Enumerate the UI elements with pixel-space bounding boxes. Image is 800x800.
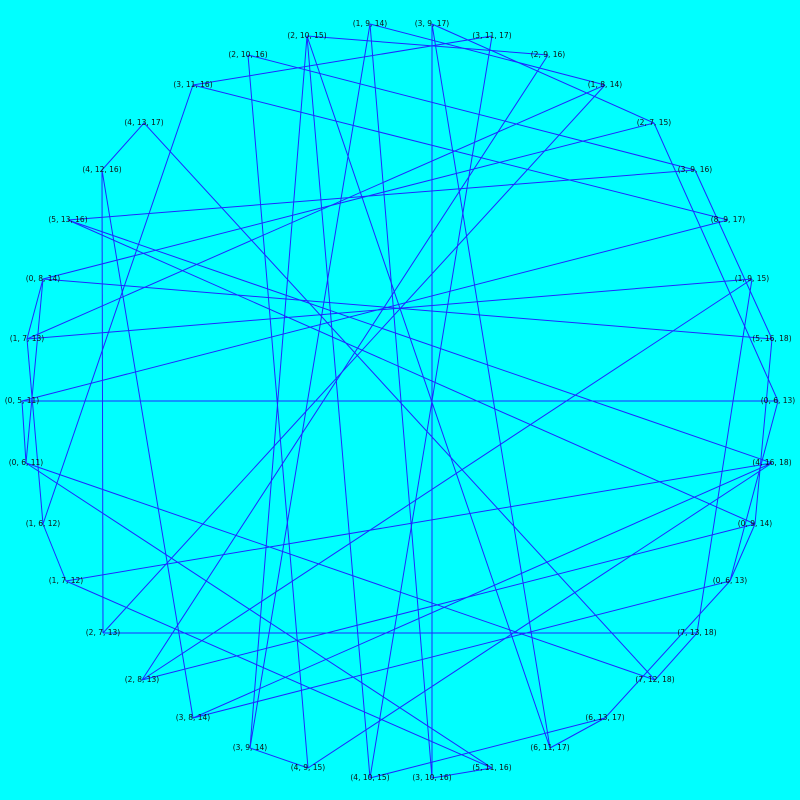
node-label-n31: (0, 8, 14): [26, 274, 61, 283]
graph-edge-n35-n7: [192, 84, 729, 221]
node-label-n37: (2, 10, 15): [287, 31, 326, 40]
graph-edge-n17-n1: [431, 23, 551, 749]
graph-edge-n13-n16: [604, 580, 731, 719]
graph-edge-n27-n35: [42, 84, 194, 525]
node-label-n15: (7, 12, 18): [635, 675, 674, 684]
node-label-n32: (5, 13, 16): [48, 215, 87, 224]
graph-edge-n8-n14: [696, 278, 753, 634]
graph-edge-n33-n23: [101, 169, 194, 719]
node-label-n16: (6, 13, 17): [585, 713, 624, 722]
graph-edge-n4-n25: [102, 84, 606, 634]
node-label-n18: (5, 11, 16): [472, 763, 511, 772]
node-label-n11: (4, 16, 18): [752, 458, 791, 467]
graph-edge-n6-n9: [694, 169, 773, 340]
graph-edge-n21-n22: [249, 747, 309, 769]
graph-edge-n10-n13: [729, 400, 779, 582]
graph-edge-n36-n6: [247, 54, 696, 171]
node-label-n2: (3, 11, 17): [472, 31, 511, 40]
graph-edge-n1-n5: [431, 23, 655, 124]
node-label-n20: (4, 10, 15): [350, 773, 389, 782]
graph-edge-n9-n12: [754, 338, 773, 525]
graph-edges: [21, 23, 779, 779]
node-label-n24: (2, 8, 13): [125, 675, 160, 684]
graph-edge-n31-n9: [42, 278, 773, 340]
graph-edge-n33-n34: [101, 122, 145, 171]
node-label-n1: (3, 9, 17): [415, 19, 450, 28]
graph-edge-n30-n31: [26, 278, 44, 340]
graph-edge-n13-n23: [192, 580, 731, 719]
graph-edge-n28-n18: [25, 462, 493, 769]
node-label-n29: (0, 5, 11): [5, 396, 40, 405]
node-label-n6: (3, 9, 16): [678, 165, 713, 174]
node-label-n14: (7, 13, 18): [677, 628, 716, 637]
graph-node-labels: (1, 9, 14) (3, 9, 17) (3, 11, 17) (2, 9, 16…: [5, 19, 796, 782]
node-label-n25: (2, 7, 13): [86, 628, 121, 637]
node-label-n13: (0, 6, 13): [713, 576, 748, 585]
node-label-n28: (0, 6, 11): [9, 458, 44, 467]
graph-edge-n24-n8: [141, 278, 753, 681]
node-label-n36: (2, 10, 16): [228, 50, 267, 59]
graph-edge-n25-n33: [101, 169, 104, 634]
graph-edge-n20-n37: [306, 35, 371, 779]
graph-edge-n22-n37: [249, 35, 308, 749]
graph-edge-n19-n0: [369, 23, 433, 779]
graph-edge-n30-n8: [26, 278, 753, 340]
graph-edge-n23-n11: [192, 462, 773, 719]
graph-edge-n12-n24: [141, 523, 756, 681]
node-label-n33: (4, 12, 16): [82, 165, 121, 174]
node-label-n21: (4, 9, 15): [291, 763, 326, 772]
node-label-n4: (1, 8, 14): [588, 80, 623, 89]
node-label-n3: (2, 9, 16): [531, 50, 566, 59]
graph-edge-n16-n20: [369, 717, 606, 779]
graph-edge-n26-n27: [42, 523, 67, 582]
graph-edge-n0-n4: [369, 23, 606, 86]
node-label-n9: (5, 16, 18): [752, 334, 791, 343]
graph-edge-n16-n17: [549, 717, 606, 749]
node-label-n22: (3, 9, 14): [233, 743, 268, 752]
node-label-n34: (4, 13, 17): [124, 118, 163, 127]
graph-edge-n35-n2: [192, 35, 493, 86]
graph-edge-n32-n12: [67, 219, 756, 525]
graph-edge-n18-n19: [431, 767, 493, 779]
node-label-n5: (2, 7, 15): [637, 118, 672, 127]
graph-edge-n18-n26: [65, 580, 493, 769]
graph-edge-n31-n5: [42, 122, 655, 280]
graph-edge-n34-n15: [143, 122, 656, 681]
graph-edge-n7-n29: [21, 219, 729, 402]
graph-edge-n37-n3: [306, 35, 549, 56]
graph-edge-n32-n6: [67, 169, 696, 221]
graph-edge-n3-n24: [141, 54, 549, 681]
node-label-n26: (1, 7, 12): [49, 576, 84, 585]
graph-edge-n5-n10: [653, 122, 779, 402]
node-label-n17: (6, 11, 17): [530, 743, 569, 752]
node-label-n23: (3, 8, 14): [176, 713, 211, 722]
node-label-n7: (8, 9, 17): [711, 215, 746, 224]
graph-edge-n11-n21: [307, 462, 773, 769]
graph-edge-n27-n30: [26, 338, 44, 525]
graph-edge-n29-n28: [21, 400, 27, 464]
node-label-n8: (1, 9, 15): [735, 274, 770, 283]
graph-edge-n14-n15: [654, 632, 698, 681]
node-label-n30: (1, 7, 13): [10, 334, 45, 343]
graph-edge-n15-n28: [25, 462, 656, 681]
node-label-n10: (0, 6, 13): [761, 396, 796, 405]
graph-edge-n28-n31: [25, 278, 44, 464]
node-label-n35: (3, 11, 16): [173, 80, 212, 89]
graph-edge-n0-n22: [249, 23, 371, 749]
graph-edge-n12-n13: [729, 523, 756, 582]
graph-edge-n32-n11: [67, 219, 773, 464]
node-label-n0: (1, 9, 14): [353, 19, 388, 28]
node-label-n27: (1, 6, 12): [26, 519, 61, 528]
graph-edge-n36-n21: [247, 54, 309, 769]
graph-edge-n26-n11: [65, 462, 773, 582]
graph-edge-n2-n20: [369, 35, 493, 779]
node-label-n19: (3, 10, 16): [412, 773, 451, 782]
node-label-n12: (0, 9, 14): [738, 519, 773, 528]
